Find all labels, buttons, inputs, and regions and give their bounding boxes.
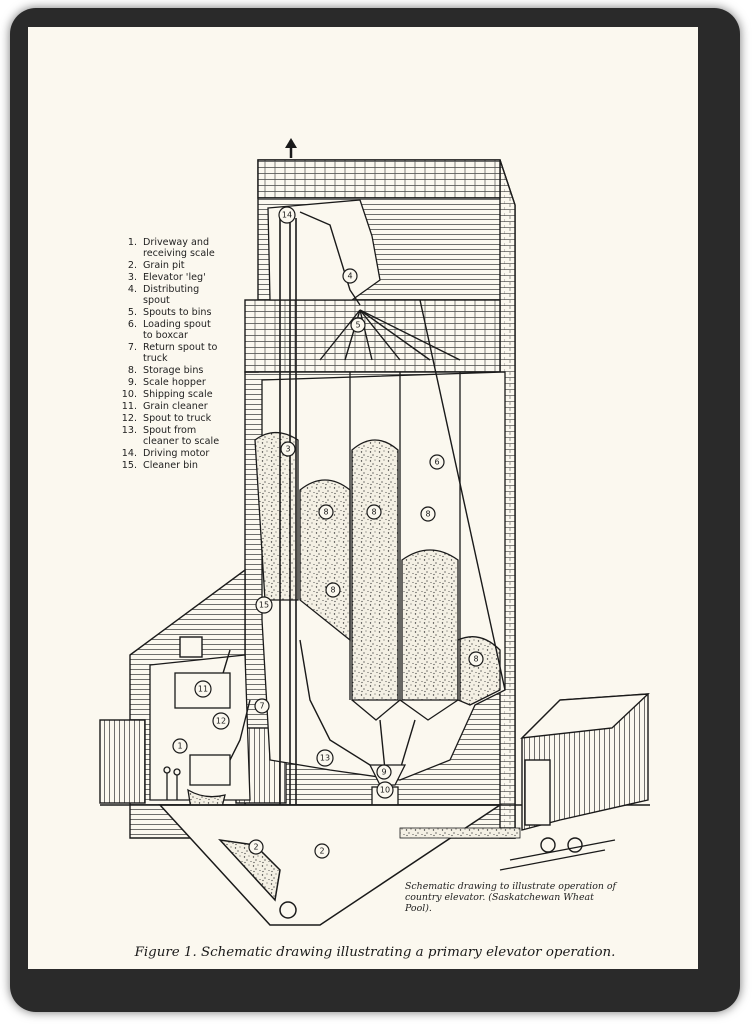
svg-text:14: 14 bbox=[282, 211, 292, 220]
svg-text:3: 3 bbox=[285, 445, 290, 454]
svg-text:8: 8 bbox=[330, 586, 335, 595]
legend-number: 14. bbox=[121, 448, 137, 460]
legend-item: 1. Driveway and receiving scale bbox=[120, 237, 260, 260]
callout-4: 4 bbox=[342, 268, 358, 284]
legend-number: 10. bbox=[121, 389, 137, 401]
callout-markers: 14 4 5 3 6 8 8 8 8 15 8 11 7 12 1 13 9 1… bbox=[172, 206, 484, 859]
legend-number: 4. bbox=[127, 284, 137, 296]
callout-8-e: 8 bbox=[468, 651, 484, 667]
legend-item: 14. Driving motor bbox=[120, 448, 260, 460]
callout-12: 12 bbox=[212, 712, 230, 730]
callout-15: 15 bbox=[255, 596, 273, 614]
svg-text:7: 7 bbox=[259, 702, 264, 711]
legend-item: 9. Scale hopper bbox=[120, 376, 260, 389]
legend-item: 15. Cleaner bin bbox=[120, 460, 260, 472]
callout-3: 3 bbox=[280, 441, 296, 457]
callout-8-b: 8 bbox=[366, 504, 382, 520]
source-note: Schematic drawing to illustrate operatio… bbox=[405, 881, 617, 914]
svg-text:15: 15 bbox=[259, 601, 269, 610]
svg-text:8: 8 bbox=[425, 510, 430, 519]
callout-8-a: 8 bbox=[318, 504, 334, 520]
legend-number: 7. bbox=[127, 341, 137, 353]
legend-item: 11. Grain cleaner bbox=[120, 401, 260, 413]
roof-vent bbox=[285, 138, 297, 158]
callout-2-b: 2 bbox=[314, 843, 330, 859]
svg-text:2: 2 bbox=[319, 847, 324, 856]
callout-13: 13 bbox=[316, 749, 334, 767]
legend-text: Return spout to truck bbox=[143, 341, 218, 364]
svg-text:1: 1 bbox=[177, 742, 182, 751]
legend-text: Scale hopper bbox=[143, 376, 206, 388]
legend-item: 6. Loading spout to boxcar bbox=[120, 319, 260, 342]
legend-number: 12. bbox=[121, 413, 137, 425]
callout-5: 5 bbox=[350, 317, 366, 333]
legend-text: Distributing spout bbox=[143, 284, 200, 306]
legend-number: 6. bbox=[127, 319, 137, 331]
svg-text:8: 8 bbox=[323, 508, 328, 517]
legend-item: 12. Spout to truck bbox=[120, 413, 260, 425]
legend-text: Spout to truck bbox=[143, 413, 212, 425]
figure-caption: Figure 1. Schematic drawing illustrating… bbox=[134, 945, 616, 960]
callout-8-c: 8 bbox=[420, 506, 436, 522]
legend-text: Shipping scale bbox=[143, 389, 213, 401]
legend-item: 2. Grain pit bbox=[120, 259, 260, 272]
svg-text:11: 11 bbox=[198, 685, 208, 694]
legend-number: 15. bbox=[121, 460, 137, 472]
legend-item: 4. Distributing spout bbox=[120, 284, 260, 307]
legend-number: 8. bbox=[127, 364, 137, 376]
svg-text:6: 6 bbox=[434, 458, 439, 467]
legend-number: 11. bbox=[121, 401, 137, 413]
svg-text:12: 12 bbox=[216, 717, 226, 726]
legend-text: Loading spout to boxcar bbox=[143, 319, 211, 341]
svg-text:8: 8 bbox=[473, 655, 478, 664]
legend-number: 9. bbox=[127, 376, 137, 388]
svg-text:4: 4 bbox=[347, 272, 352, 281]
legend-number: 1. bbox=[127, 237, 137, 248]
legend-text: Driveway and receiving scale bbox=[143, 237, 215, 259]
svg-text:8: 8 bbox=[371, 508, 376, 517]
legend-text: Cleaner bin bbox=[143, 460, 198, 472]
callout-8-d: 8 bbox=[325, 582, 341, 598]
legend-number: 13. bbox=[121, 425, 137, 437]
legend-text: Spouts to bins bbox=[143, 306, 212, 318]
legend-text: Grain cleaner bbox=[143, 401, 208, 413]
boxcar bbox=[499, 693, 650, 871]
legend-text: Spout from cleaner to scale bbox=[143, 425, 220, 448]
legend-item: 7. Return spout to truck bbox=[120, 341, 260, 365]
callout-9: 9 bbox=[376, 764, 392, 780]
legend-item: 8. Storage bins bbox=[120, 364, 260, 377]
legend-text: Storage bins bbox=[143, 364, 204, 376]
svg-text:2: 2 bbox=[253, 843, 258, 852]
legend-text: Driving motor bbox=[143, 448, 210, 460]
callout-14: 14 bbox=[278, 206, 296, 224]
callout-11: 11 bbox=[194, 680, 212, 698]
callout-7: 7 bbox=[254, 698, 270, 714]
legend-item: 3. Elevator 'leg' bbox=[120, 271, 260, 284]
callout-10: 10 bbox=[376, 781, 394, 799]
legend-text: Elevator 'leg' bbox=[143, 271, 206, 283]
svg-text:10: 10 bbox=[380, 786, 390, 795]
legend-item: 10. Shipping scale bbox=[120, 389, 260, 401]
legend-number: 3. bbox=[127, 271, 137, 283]
callout-6: 6 bbox=[429, 454, 445, 470]
legend-item: 13. Spout from cleaner to scale bbox=[120, 426, 260, 448]
callout-1: 1 bbox=[172, 738, 188, 754]
storage-bins bbox=[254, 372, 501, 721]
foundation-gravel bbox=[399, 827, 521, 839]
diagram-legend: 1. Driveway and receiving scale 2. Grain p… bbox=[120, 237, 260, 473]
svg-text:5: 5 bbox=[355, 321, 360, 330]
legend-text: Grain pit bbox=[143, 259, 185, 271]
callout-2-a: 2 bbox=[248, 839, 264, 855]
svg-text:13: 13 bbox=[320, 754, 330, 763]
legend-number: 5. bbox=[127, 306, 137, 318]
svg-text:9: 9 bbox=[381, 768, 386, 777]
elevator-leg bbox=[279, 218, 297, 910]
legend-number: 2. bbox=[127, 259, 137, 271]
legend-item: 5. Spouts to bins bbox=[120, 306, 260, 319]
